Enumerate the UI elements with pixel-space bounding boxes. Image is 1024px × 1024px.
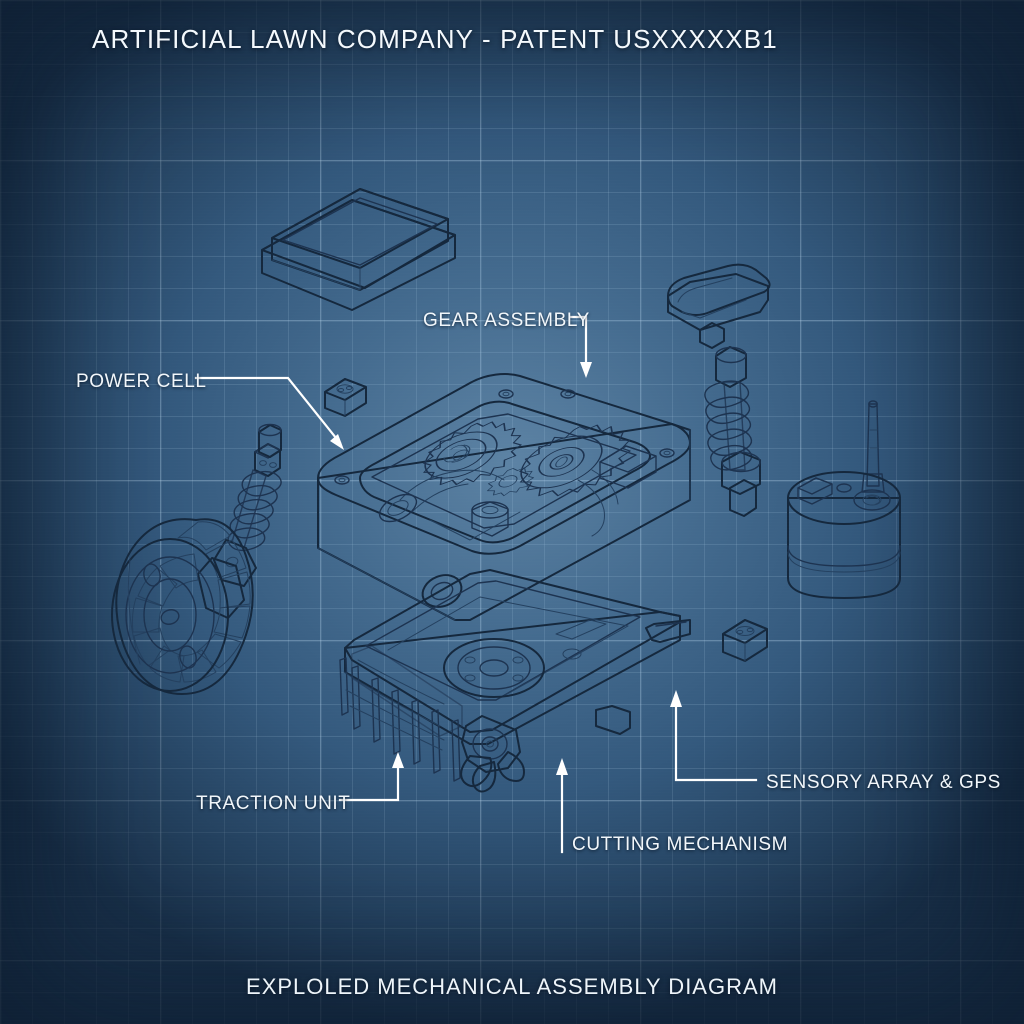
gear-assembly-group	[378, 421, 657, 541]
cavity-board	[599, 445, 657, 489]
part-main-housing	[317, 373, 691, 621]
leader-gear-assembly	[569, 315, 592, 378]
part-wheel-left	[111, 423, 282, 695]
part-sensor-cylinder	[787, 400, 901, 599]
gear-pinion-center	[486, 467, 535, 497]
leader-traction-unit	[338, 752, 404, 802]
page-title: ARTIFICIAL LAWN COMPANY - PATENT USXXXXX…	[92, 24, 778, 54]
part-connector-block-left	[324, 378, 367, 417]
callout-label-gear-assembly: GEAR ASSEMBLY	[423, 310, 590, 331]
gear-linkages	[399, 469, 619, 541]
cutting-rotor	[460, 715, 525, 793]
part-top-cover	[261, 188, 456, 311]
sensor-top-features	[797, 477, 891, 511]
deck-rail	[595, 619, 691, 735]
cutting-tines	[339, 657, 461, 782]
gear-large-left	[422, 421, 522, 486]
cavity-ring	[378, 493, 418, 523]
callout-label-sensory-array-gps: SENSORY ARRAY & GPS	[766, 772, 1001, 793]
callout-leaders	[194, 315, 758, 854]
part-suspension-right	[667, 263, 771, 517]
leader-power-cell	[194, 376, 344, 450]
callout-label-traction-unit: TRACTION UNIT	[196, 793, 351, 814]
cavity-post	[471, 501, 509, 537]
coil-spring-left	[227, 470, 282, 552]
leader-sensory-array	[670, 690, 758, 782]
part-cutting-deck	[339, 569, 691, 793]
strut-top-cap-left	[254, 423, 282, 477]
leader-cutting-mechanism	[556, 758, 568, 854]
gear-large-right	[519, 424, 631, 497]
suspension-pad	[667, 263, 771, 349]
callout-label-cutting-mechanism: CUTTING MECHANISM	[572, 834, 789, 855]
housing-screw-bosses	[334, 389, 675, 485]
strut-top-cap-right	[715, 346, 747, 388]
part-connector-block-right	[722, 619, 768, 662]
strut-lower-right	[721, 451, 761, 517]
wheel-tire-left	[111, 518, 254, 695]
callout-label-power-cell: POWER CELL	[76, 371, 207, 392]
rotor-hub	[443, 638, 545, 698]
page-caption: EXPLOLED MECHANICAL ASSEMBLY DIAGRAM	[246, 974, 778, 999]
